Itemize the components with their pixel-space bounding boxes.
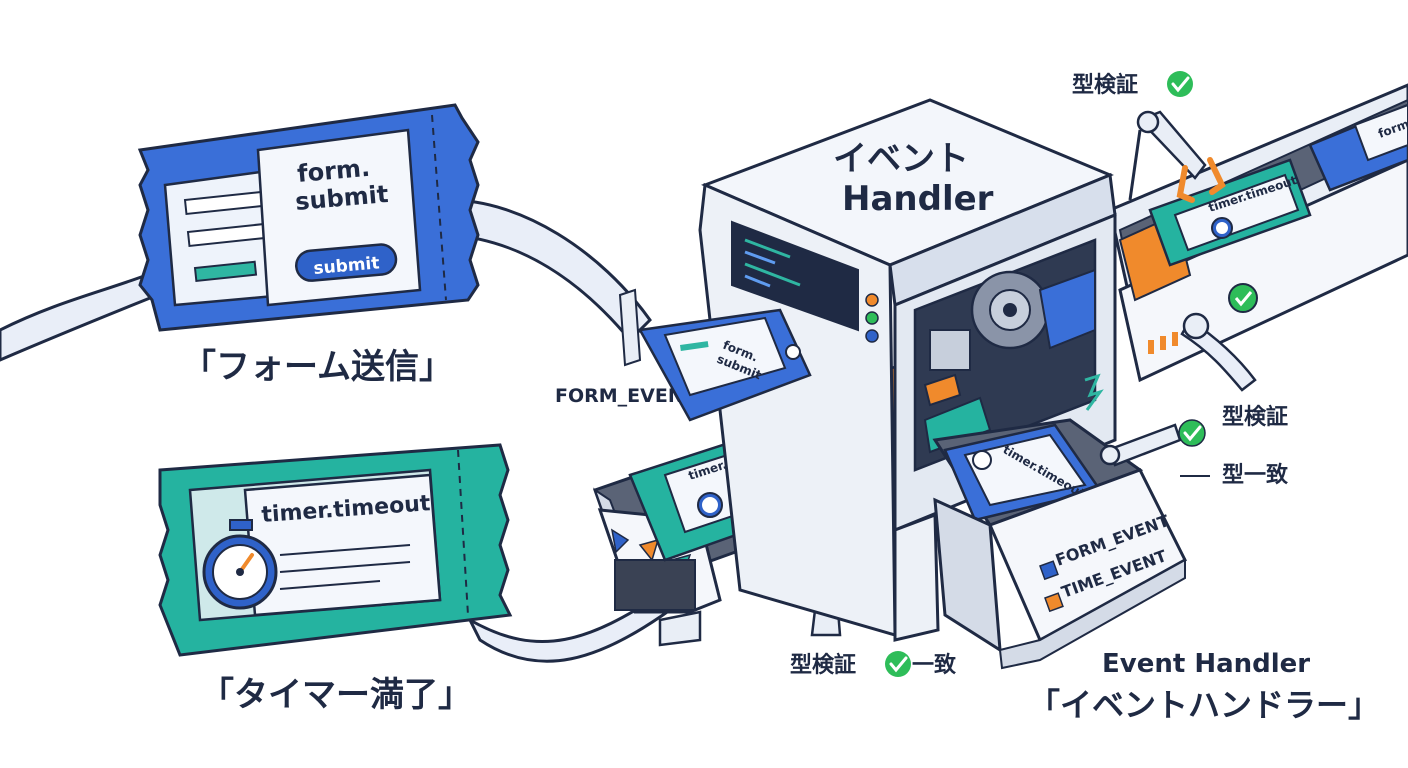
form-event-swatch (1039, 560, 1059, 581)
type-check-top-callout: 型検証 (1072, 71, 1193, 98)
belt-timer-ticket: timer.timeout (1148, 158, 1312, 267)
machine-title-line2: Handler (842, 179, 994, 219)
footer-title: Event Handler (1102, 649, 1310, 679)
gear-icon (970, 270, 1050, 350)
check-circle-icon (1178, 419, 1206, 447)
type-check-top-label: 型検証 (1072, 72, 1138, 98)
check-circle-icon (885, 651, 911, 677)
type-match-right-label: 型一致 (1222, 462, 1289, 488)
type-check-right-callout: 型検証 型一致 (1178, 404, 1289, 488)
robot-arm-top (1128, 110, 1226, 203)
type-check-bottom-label: 型検証 (790, 652, 856, 678)
form-submit-caption: 「フォーム送信」 (182, 347, 453, 387)
output-conveyor-top: timer.timeout form (1108, 83, 1408, 392)
check-circle-icon (1167, 71, 1193, 97)
timer-timeout-caption: 「タイマー満了」 (200, 675, 472, 715)
output-timer-ticket: timer.timeout (943, 423, 1103, 522)
type-check-right-label: 型検証 (1222, 404, 1288, 430)
submit-button (295, 243, 398, 282)
type-match-bottom-label: 一致 (912, 652, 957, 678)
footer-subtitle: 「イベントハンドラー」 (1028, 686, 1380, 724)
form-ticket-title-line1: form. (296, 154, 371, 188)
stopwatch-icon (202, 519, 278, 610)
form-card (163, 168, 287, 307)
belt-form-ticket: form (1308, 103, 1408, 192)
form-label-card: form. submit submit (256, 128, 422, 307)
form-submit-ticket: form. submit submit (137, 103, 480, 332)
type-check-bottom-callout: 型検証 一致 (790, 651, 957, 678)
timer-timeout-ticket: timer.timeout (158, 443, 513, 657)
incoming-form-ticket: form. submit (638, 308, 812, 422)
output-tray: timer.timeout FORM_EVENT TIME_EVENT (932, 418, 1187, 670)
machine-title-line1: イベント (833, 139, 969, 179)
incoming-form-event-label: FORM_EVENT (555, 385, 697, 407)
time-event-swatch (1044, 592, 1064, 613)
